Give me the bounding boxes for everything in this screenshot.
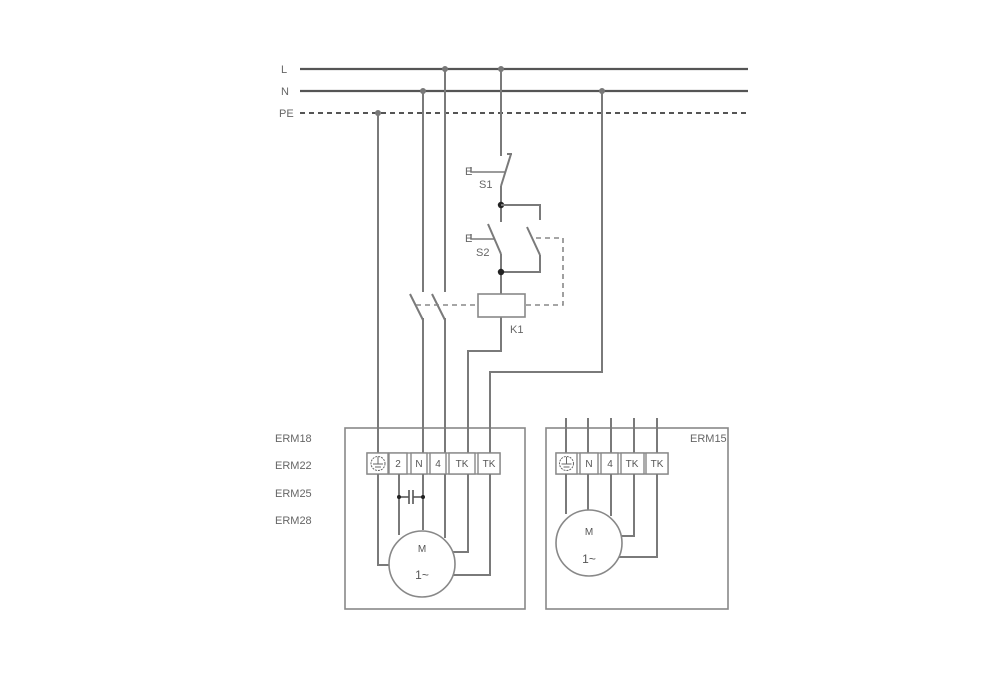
terminal-label: 4 (435, 459, 441, 470)
model-label: ERM22 (275, 460, 312, 472)
s2-label: S2 (476, 247, 489, 259)
motor-symbol: M (585, 527, 593, 538)
switch-s2: E S2 (465, 223, 502, 259)
terminal-label: TK (626, 459, 639, 470)
terminal-label: 4 (607, 459, 613, 470)
bus-lines: L N PE (279, 64, 748, 120)
control-circuit: E S1 E S2 K1 (465, 69, 564, 336)
k1-label: K1 (510, 324, 523, 336)
k1-coil (477, 293, 526, 318)
k1-main-contacts (409, 293, 478, 321)
left-model-list: ERM18 ERM22 ERM25 ERM28 (275, 433, 312, 527)
motor-phase: 1~ (582, 552, 596, 566)
model-label: ERM15 (690, 433, 727, 445)
label-n: N (281, 86, 289, 98)
label-pe: PE (279, 108, 294, 120)
motor-phase: 1~ (415, 568, 429, 582)
switch-s1: E S1 (465, 153, 512, 191)
ground-terminal-icon (370, 456, 386, 471)
right-unit: N 4 TK TK M 1~ ERM15 (545, 418, 729, 610)
label-l: L (281, 64, 287, 76)
ground-terminal-icon (559, 456, 574, 471)
terminal-label: N (585, 459, 592, 470)
junction-dot (497, 268, 505, 276)
supply-wires (377, 69, 603, 453)
motor-icon: M 1~ (555, 509, 623, 577)
terminal-label: TK (651, 459, 664, 470)
model-label: ERM18 (275, 433, 312, 445)
s1-label: S1 (479, 179, 492, 191)
terminal-label: TK (456, 459, 469, 470)
model-label: ERM28 (275, 515, 312, 527)
terminal-label: TK (483, 459, 496, 470)
left-unit: 2 N 4 TK TK M 1~ (344, 418, 526, 610)
s1-actuator-label: E (465, 166, 472, 178)
motor-icon: M 1~ (388, 530, 456, 598)
s2-actuator-label: E (465, 233, 472, 245)
model-label: ERM25 (275, 488, 312, 500)
terminal-label: 2 (395, 459, 401, 470)
terminal-label: N (415, 459, 422, 470)
k1-auxiliary-contact (501, 226, 564, 306)
motor-symbol: M (418, 544, 426, 555)
capacitor-icon (397, 490, 425, 504)
